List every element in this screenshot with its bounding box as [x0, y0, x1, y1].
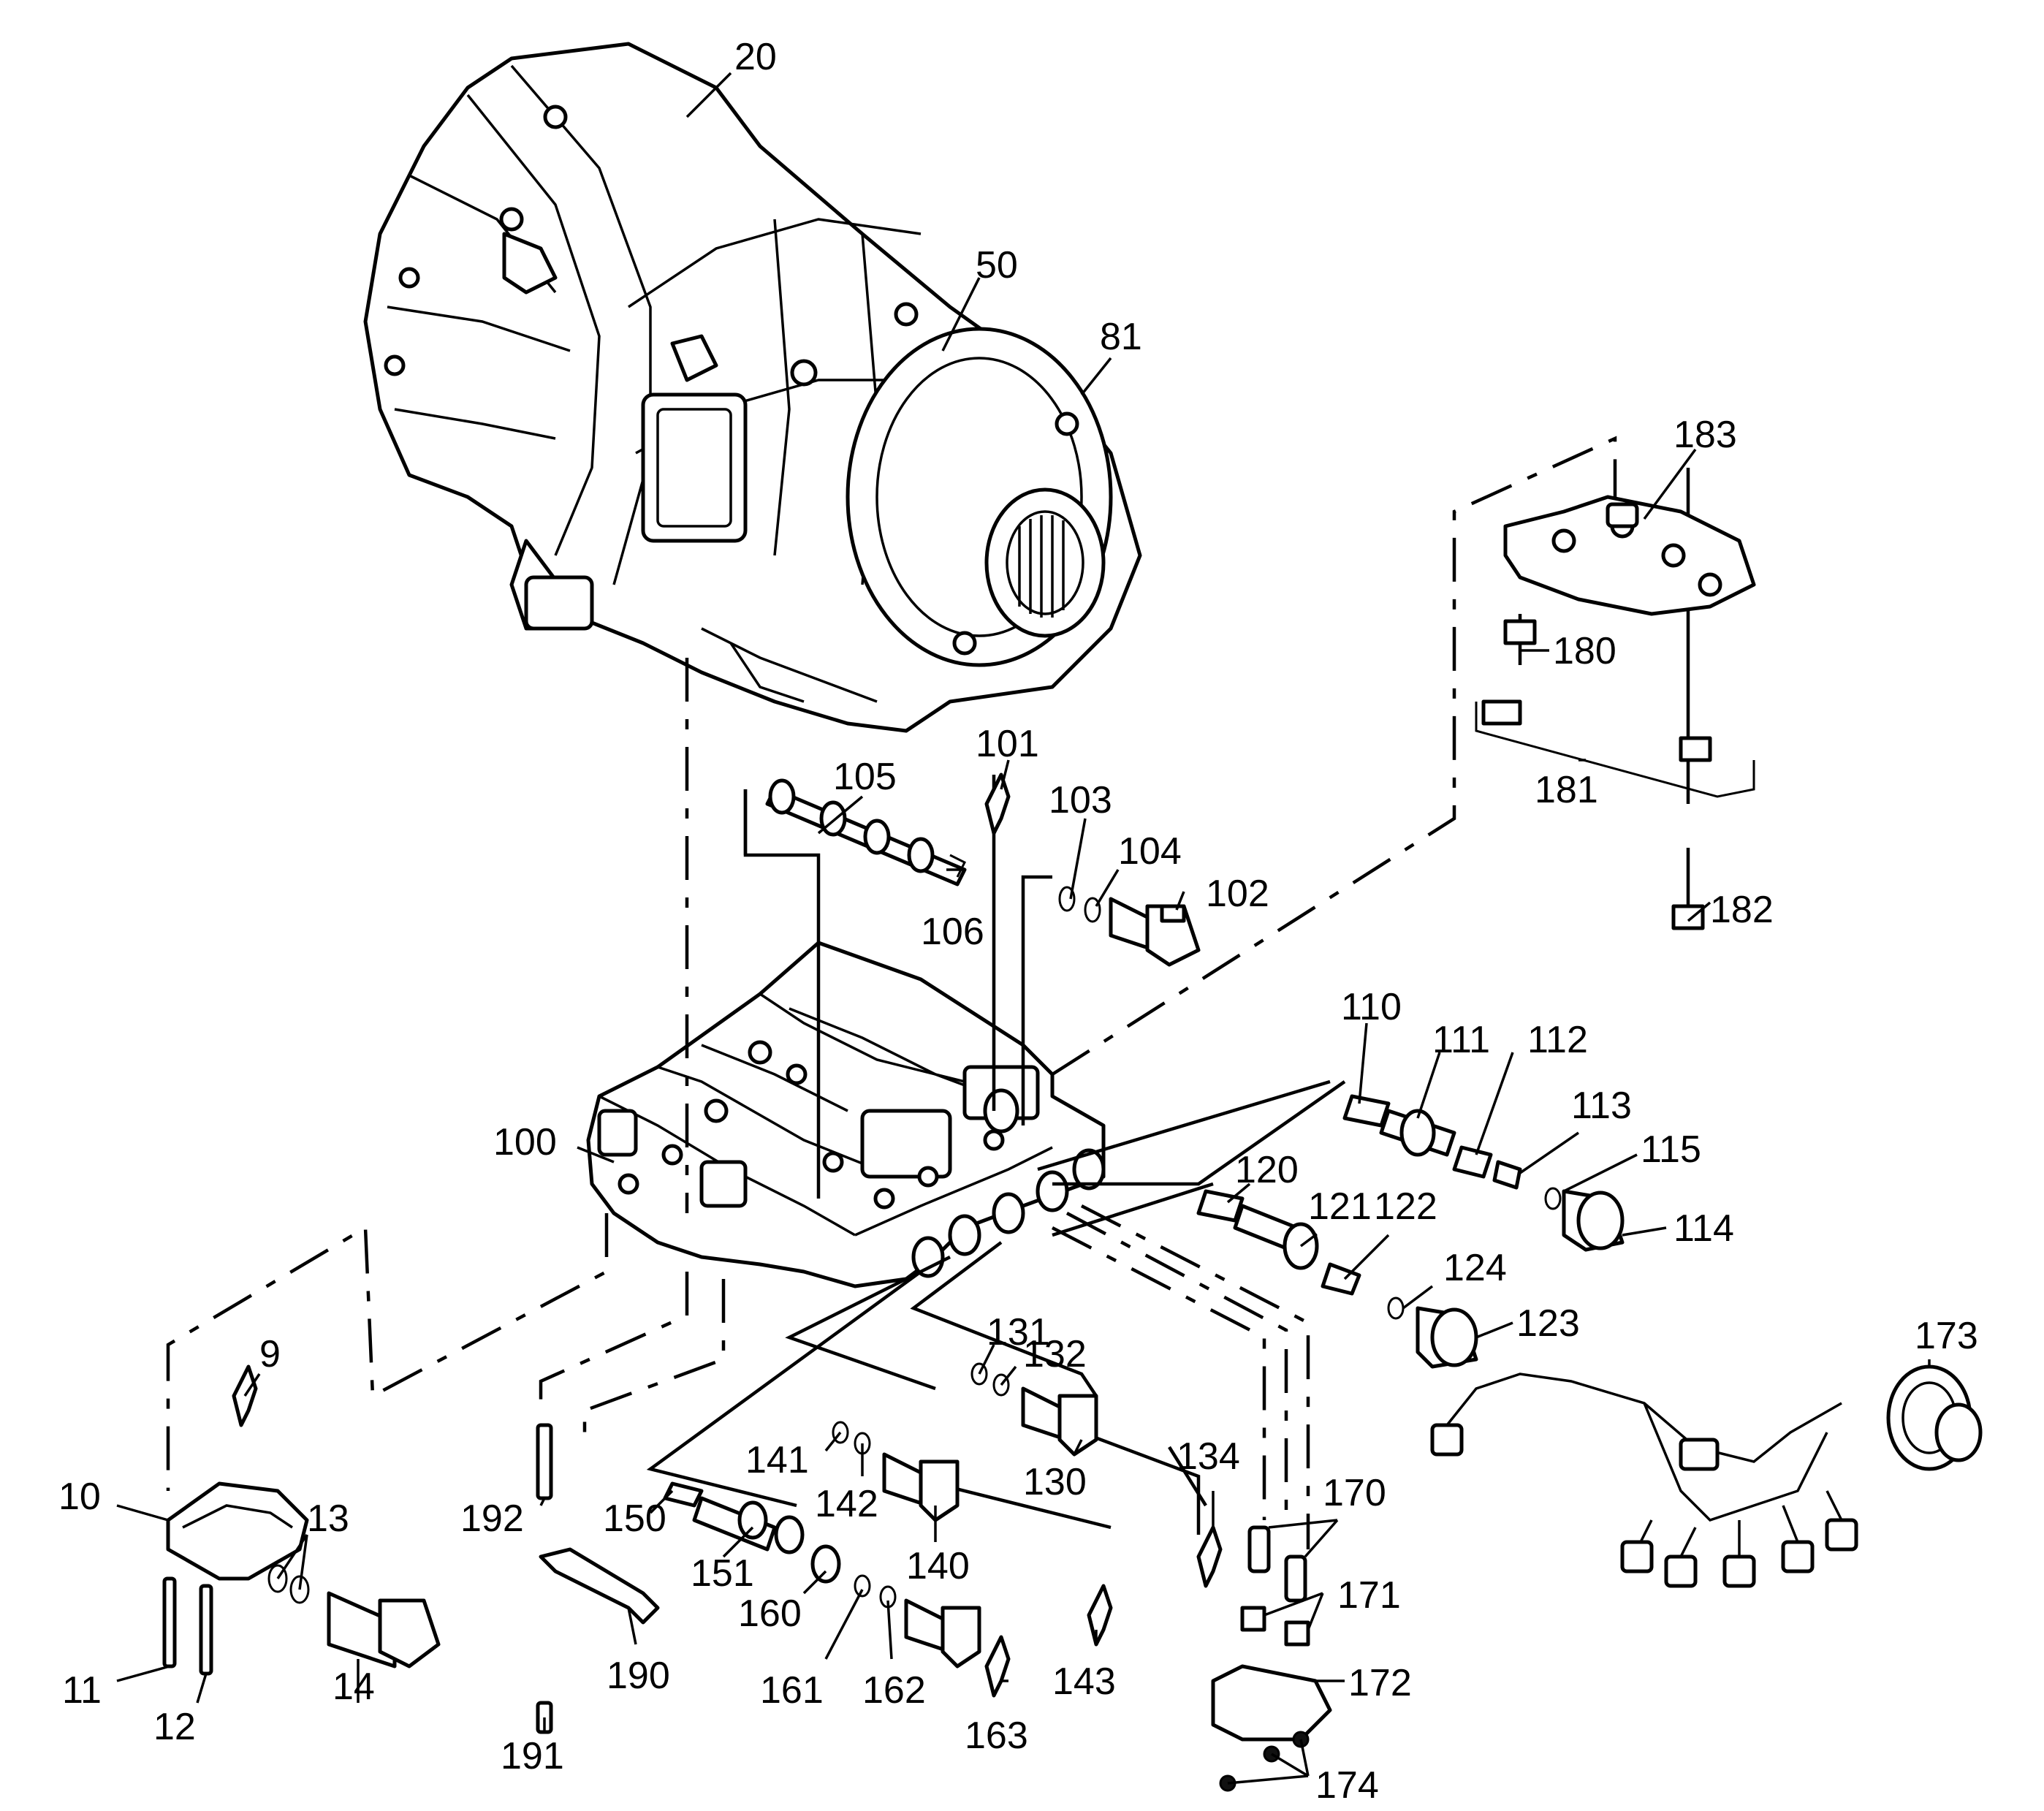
callout-11: 11 — [62, 1669, 102, 1712]
callout-12: 12 — [153, 1706, 196, 1748]
callout-181: 181 — [1535, 769, 1598, 811]
callout-111: 111 — [1432, 1019, 1490, 1061]
callout-121: 121 — [1308, 1185, 1372, 1228]
callout-113: 113 — [1571, 1085, 1632, 1127]
callout-162: 162 — [862, 1669, 926, 1712]
callout-161: 161 — [760, 1669, 824, 1712]
callout-183: 183 — [1673, 414, 1737, 456]
callout-103: 103 — [1049, 779, 1112, 821]
callout-106: 106 — [921, 911, 984, 953]
callout-114: 114 — [1673, 1207, 1734, 1250]
callout-140: 140 — [906, 1545, 970, 1587]
callout-labels: 20 50 81 183 180 181 182 101 105 106 103… — [58, 36, 1978, 1807]
callout-132: 132 — [1023, 1333, 1087, 1375]
callout-163: 163 — [965, 1715, 1028, 1757]
callout-124: 124 — [1443, 1247, 1507, 1289]
callout-123: 123 — [1516, 1302, 1580, 1345]
callout-112: 112 — [1527, 1019, 1588, 1061]
callout-141: 141 — [745, 1439, 809, 1481]
callout-160: 160 — [738, 1592, 802, 1635]
callout-101: 101 — [976, 723, 1039, 765]
callout-130: 130 — [1023, 1461, 1087, 1503]
callout-50: 50 — [976, 244, 1018, 286]
callout-120: 120 — [1235, 1149, 1299, 1191]
callout-10: 10 — [58, 1476, 101, 1518]
callout-180: 180 — [1553, 630, 1616, 672]
callout-81: 81 — [1100, 316, 1142, 358]
callout-173: 173 — [1915, 1315, 1978, 1357]
callout-122: 122 — [1374, 1185, 1437, 1228]
callout-100: 100 — [493, 1121, 557, 1163]
callout-143: 143 — [1052, 1660, 1116, 1703]
callout-105: 105 — [833, 756, 897, 798]
callout-192: 192 — [460, 1497, 524, 1540]
callout-110: 110 — [1341, 986, 1402, 1028]
valve-body — [586, 941, 1106, 1288]
callout-170: 170 — [1323, 1472, 1386, 1514]
small-parts — [162, 495, 1983, 1792]
callout-172: 172 — [1348, 1662, 1412, 1704]
callout-134: 134 — [1177, 1435, 1240, 1478]
callout-102: 102 — [1206, 873, 1269, 915]
callout-190: 190 — [607, 1655, 670, 1697]
callout-182: 182 — [1710, 889, 1774, 931]
callout-14: 14 — [333, 1666, 375, 1708]
dashed-routing-lines — [166, 436, 1617, 1549]
callout-104: 104 — [1118, 830, 1182, 873]
leader-lines — [116, 72, 1931, 1785]
callout-174: 174 — [1315, 1764, 1379, 1807]
callout-171: 171 — [1337, 1574, 1401, 1617]
callout-142: 142 — [815, 1483, 878, 1525]
callout-115: 115 — [1641, 1128, 1701, 1171]
callout-9: 9 — [259, 1333, 281, 1375]
callout-13: 13 — [307, 1497, 349, 1540]
callout-131: 131 — [987, 1311, 1050, 1353]
transmission-assembly — [363, 42, 1142, 733]
callout-20: 20 — [734, 36, 777, 78]
callout-150: 150 — [603, 1497, 666, 1540]
callout-191: 191 — [501, 1735, 564, 1777]
callout-151: 151 — [691, 1552, 754, 1595]
